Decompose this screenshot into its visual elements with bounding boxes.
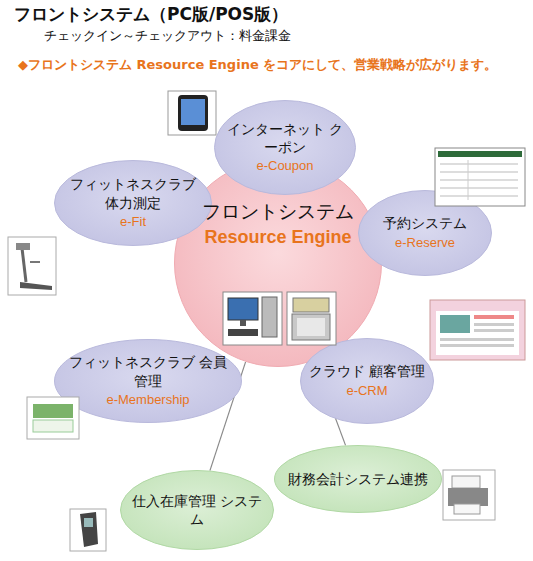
node-english-name: Resource Engine <box>204 226 351 249</box>
node-heading: 仕入在庫管理 システム <box>128 492 266 528</box>
handheld-scanner-image <box>70 509 106 551</box>
smartphone-image <box>168 91 216 135</box>
node-english-name: e-Membership <box>106 392 189 409</box>
subtitle-note: チェックイン～チェックアウト：料金課金 <box>44 27 291 45</box>
node-heading: インターネット クーポン <box>222 120 348 156</box>
page-title: フロントシステム（PC版/POS版） <box>14 3 288 26</box>
node-heading: クラウド 顧客管理 <box>309 362 425 380</box>
webpage-screenshot <box>430 300 525 360</box>
reservation-screenshot <box>435 148 525 206</box>
node-heading: フィットネスクラブ 体力測定 <box>62 175 204 211</box>
node-heading: フィットネスクラブ 会員管理 <box>62 353 234 389</box>
node-english-name: e-CRM <box>346 383 387 400</box>
node-english-name: e-Reserve <box>395 235 455 252</box>
printer-image <box>443 470 495 520</box>
node-heading: 予約システム <box>383 214 467 232</box>
node-english-name: e-Fit <box>120 214 146 231</box>
module-ellipse: 財務会計システム連携 <box>274 445 442 513</box>
node-heading: 財務会計システム連携 <box>288 470 428 488</box>
module-ellipse: フィットネスクラブ 体力測定 e-Fit <box>54 160 212 246</box>
treadmill-image <box>8 237 56 295</box>
module-ellipse: クラウド 顧客管理 e-CRM <box>300 338 434 424</box>
ellipse-outline <box>120 470 274 550</box>
node-heading: フロントシステム <box>202 199 354 224</box>
ellipse-outline <box>300 338 434 424</box>
module-ellipse: 予約システム e-Reserve <box>358 190 492 276</box>
pc-image <box>223 292 282 345</box>
ellipse-outline <box>358 190 492 276</box>
node-english-name: e-Coupon <box>256 158 313 175</box>
pos-terminal-image <box>287 292 336 345</box>
module-ellipse: インターネット クーポン e-Coupon <box>214 100 356 195</box>
strategy-headline: ◆フロントシステム Resource Engine をコアにして、営業戦略が広が… <box>18 56 497 74</box>
module-ellipse: 仕入在庫管理 システム <box>120 470 274 550</box>
member-card-image <box>27 397 79 439</box>
module-ellipse: フィットネスクラブ 会員管理 e-Membership <box>54 339 242 423</box>
